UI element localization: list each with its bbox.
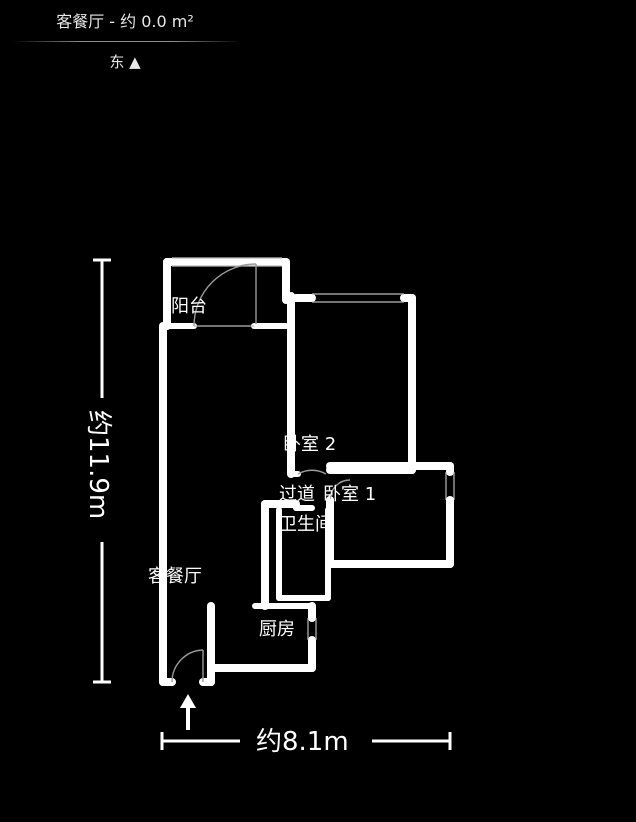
header-divider — [12, 41, 242, 42]
balcony[interactable] — [160, 257, 290, 330]
corridor[interactable] — [297, 469, 327, 475]
room-label-kitchen: 厨房 — [259, 619, 295, 640]
room-label-living-dining: 客餐厅 — [148, 566, 202, 587]
dimension-width-label: 约8.1m — [256, 727, 349, 757]
room-label-bedroom-1: 卧室 1 — [323, 484, 376, 505]
bathroom[interactable] — [261, 500, 331, 610]
bedroom-1[interactable] — [326, 462, 455, 568]
page-title: 客餐厅 - 约 0.0 m² — [56, 12, 194, 31]
room-label-corridor: 过道 — [279, 484, 315, 505]
dimension-width: 约8.1m — [160, 727, 452, 757]
up-arrow-icon — [180, 694, 196, 730]
room-label-balcony: 阳台 — [171, 296, 207, 317]
kitchen[interactable] — [207, 602, 317, 672]
room-label-bedroom-2: 卧室 2 — [283, 434, 336, 455]
compass-direction: 东 ▲ — [109, 53, 141, 71]
living-dining-room[interactable] — [159, 322, 215, 686]
dimension-height-label: 约11.9m — [83, 410, 113, 519]
dimension-height: 约11.9m — [83, 258, 113, 684]
room-label-bathroom: 卫生间 — [279, 514, 333, 535]
